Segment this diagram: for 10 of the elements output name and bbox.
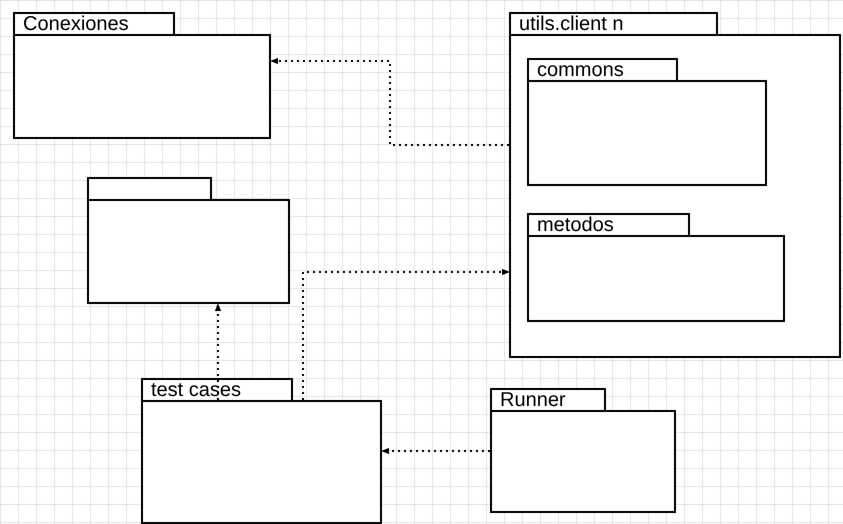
package-tab: Runner: [490, 388, 606, 410]
dependency-arrow: [302, 268, 510, 400]
package-tab: commons: [527, 58, 678, 80]
dependency-arrow: [270, 58, 509, 146]
package-tab: Conexiones: [13, 12, 175, 34]
package-tab: test cases: [141, 378, 293, 400]
dependency-arrow: [381, 448, 490, 454]
package-tab: metodos: [527, 213, 690, 235]
package-tab: utils.client n: [509, 12, 718, 34]
folder-shape: [87, 177, 290, 304]
